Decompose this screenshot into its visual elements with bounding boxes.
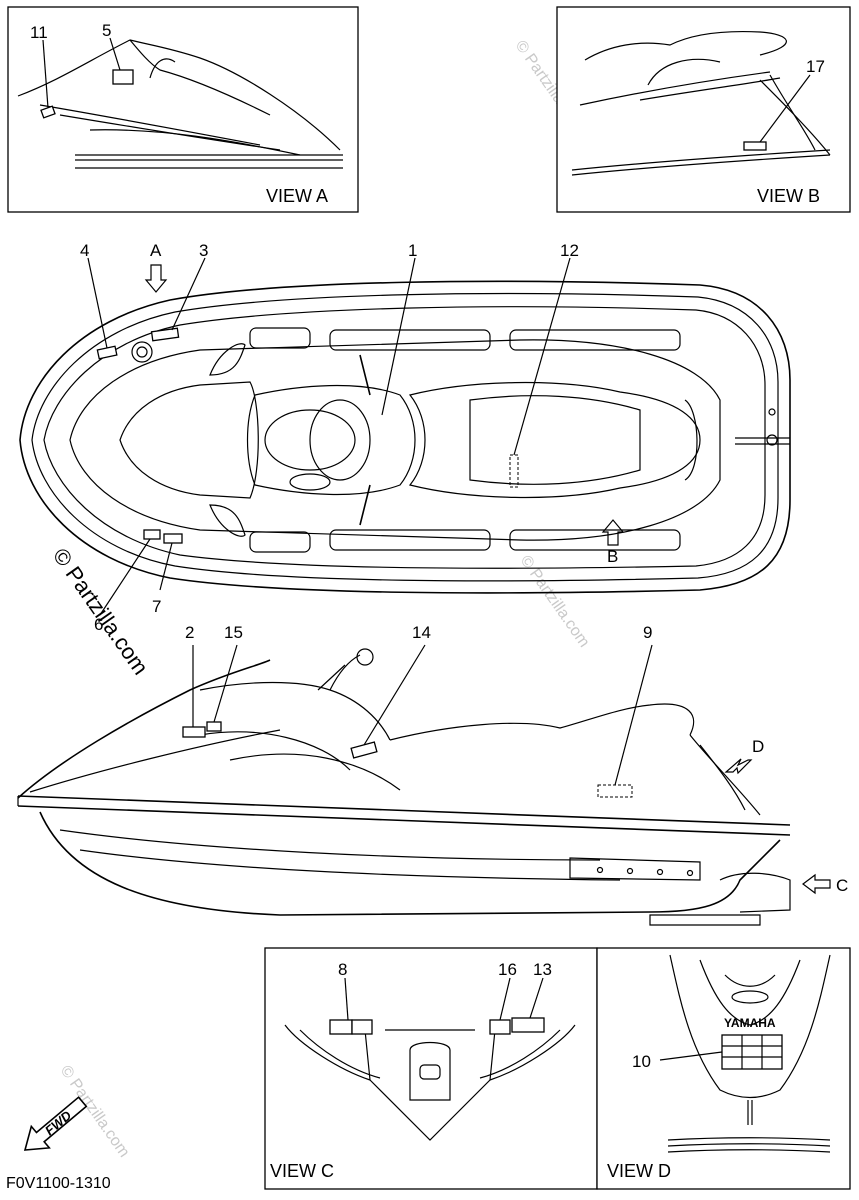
decal-13 <box>511 1017 545 1033</box>
decal-17 <box>743 141 767 151</box>
arrow-b-icon <box>601 519 625 546</box>
arrow-a-label: A <box>150 241 162 260</box>
decal-10 <box>721 1034 783 1070</box>
arrow-c-icon <box>802 873 831 895</box>
callout-5: 5 <box>102 21 111 40</box>
figure-code: F0V1100-1310 <box>6 1175 111 1192</box>
callout-11: 11 <box>30 23 48 42</box>
view-d-label: VIEW D <box>607 1161 671 1181</box>
view-c-panel: 8 16 13 VIEW C <box>264 947 598 1190</box>
callout-2: 2 <box>185 623 194 642</box>
decal-6 <box>143 529 161 540</box>
decal-8a <box>329 1019 353 1035</box>
brand-plate-text: YAMAHA <box>724 1016 776 1030</box>
top-view: 4 3 1 12 6 7 A B <box>19 241 791 634</box>
fwd-label: FWD <box>42 1107 75 1138</box>
decal-11 <box>40 105 56 119</box>
view-a-panel: 11 5 VIEW A <box>7 6 359 213</box>
view-d-panel: YAMAHA 10 VIEW D <box>596 947 851 1190</box>
callout-15: 15 <box>224 623 243 642</box>
decal-14 <box>350 741 378 759</box>
watermark: © Partzilla.com <box>57 1063 133 1161</box>
callout-9: 9 <box>643 623 652 642</box>
view-b-label: VIEW B <box>757 186 820 206</box>
watermark-main: © Partzilla.com <box>48 544 154 680</box>
view-c-label: VIEW C <box>270 1161 334 1181</box>
side-view: 2 15 14 9 D C <box>17 623 848 926</box>
view-b-panel: 17 VIEW B <box>556 6 851 213</box>
decal-15 <box>206 721 222 732</box>
arrow-d-label: D <box>752 737 764 756</box>
callout-10: 10 <box>632 1052 651 1071</box>
callout-6: 6 <box>94 615 103 634</box>
callout-3: 3 <box>199 241 208 260</box>
decal-4 <box>96 345 118 360</box>
view-a-label: VIEW A <box>266 186 328 206</box>
callout-16: 16 <box>498 960 517 979</box>
callout-13: 13 <box>533 960 552 979</box>
callout-4: 4 <box>80 241 89 260</box>
decal-12 <box>509 454 519 488</box>
decal-8b <box>351 1019 373 1035</box>
decal-9 <box>597 784 633 798</box>
callout-8: 8 <box>338 960 347 979</box>
callout-1: 1 <box>408 241 417 260</box>
arrow-d-icon <box>724 758 753 775</box>
decal-7 <box>163 533 183 544</box>
decal-3 <box>150 327 180 342</box>
decal-2 <box>182 726 206 738</box>
arrow-c-label: C <box>836 876 848 895</box>
callout-7: 7 <box>152 597 161 616</box>
callout-17: 17 <box>806 57 825 76</box>
decal-5 <box>112 69 134 85</box>
callout-12: 12 <box>560 241 579 260</box>
callout-14: 14 <box>412 623 431 642</box>
arrow-b-label: B <box>607 547 618 566</box>
arrow-a-icon <box>144 264 168 293</box>
decal-16 <box>489 1019 511 1035</box>
